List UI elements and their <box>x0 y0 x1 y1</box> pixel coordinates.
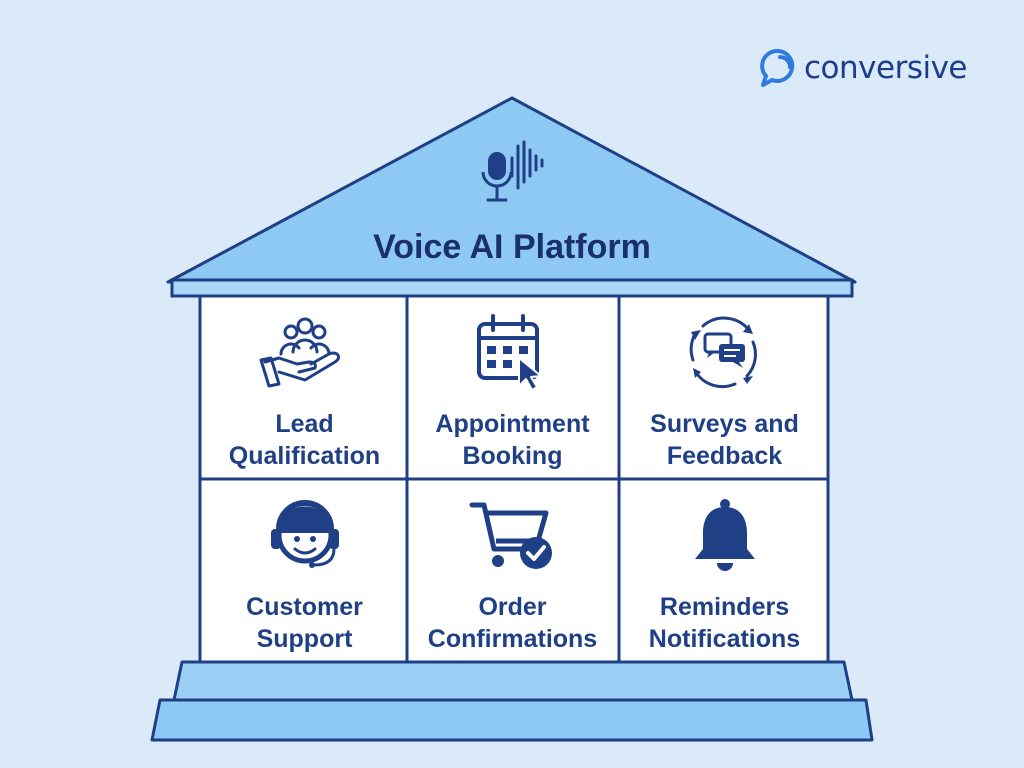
microphone-soundwave-icon <box>481 140 544 202</box>
brand-name: conversive <box>804 50 968 86</box>
hand-with-people-icon <box>257 308 353 396</box>
brand-logo: conversive <box>756 46 968 90</box>
cart-check-icon <box>468 491 558 579</box>
roof-base <box>170 278 854 298</box>
chat-bubble-logo-icon <box>760 48 795 87</box>
chat-cycle-icon <box>683 308 767 396</box>
upper-step <box>172 660 854 702</box>
bell-icon <box>685 491 765 579</box>
lower-step <box>150 698 874 742</box>
headset-agent-icon <box>265 491 345 579</box>
calendar-cursor-icon <box>473 308 553 396</box>
platform-title: Voice AI Platform <box>373 228 651 266</box>
